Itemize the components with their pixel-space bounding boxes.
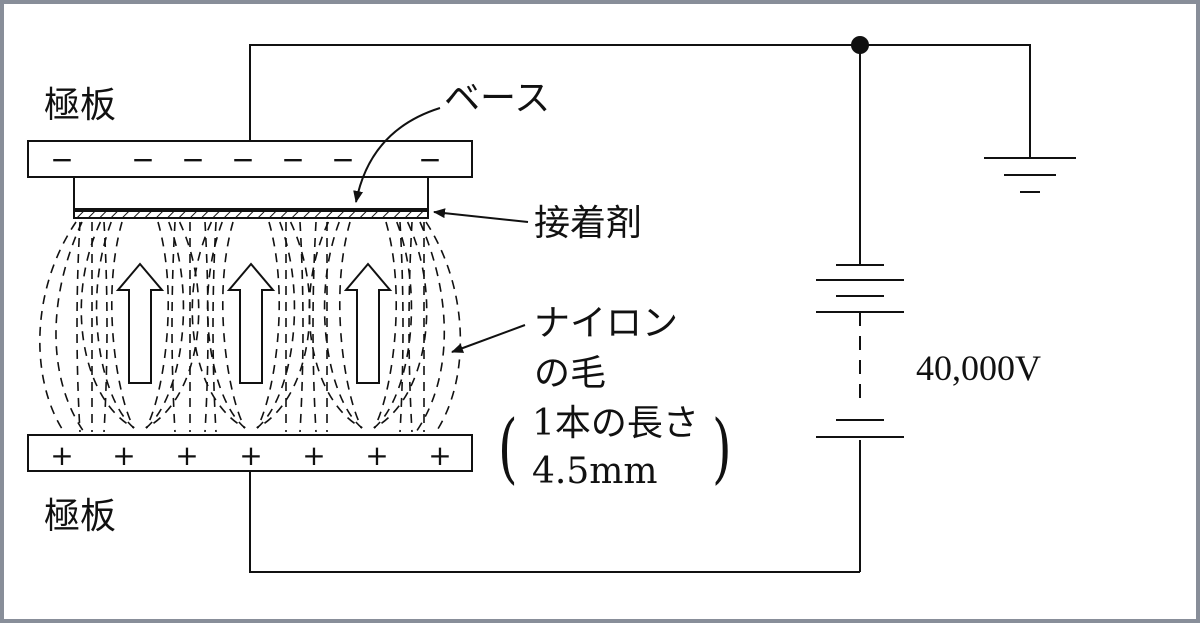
nylon-label-line1: ナイロン (534, 303, 678, 344)
field-line (145, 221, 200, 429)
negative-sign: − (50, 143, 73, 176)
nylon-label-line2: の毛 (534, 353, 606, 394)
negative-sign: − (281, 143, 304, 176)
field-line (425, 221, 462, 433)
base-substrate (73, 176, 429, 212)
negative-sign: − (418, 143, 441, 176)
nylon-pointer-arrow (451, 324, 526, 353)
positive-sign: + (50, 439, 73, 472)
positive-sign: + (428, 439, 451, 472)
positive-sign: + (239, 439, 262, 472)
bottom-plate (27, 434, 473, 472)
voltage-label: 40,000V (916, 348, 1041, 388)
field-line (312, 221, 317, 433)
field-line (76, 221, 81, 433)
ground-symbol (984, 157, 1076, 193)
field-line (206, 221, 246, 429)
top-plate-signs: −−−−−−− (50, 143, 441, 176)
positive-sign: + (302, 439, 325, 472)
upward-force-arrows (115, 262, 393, 384)
upward-arrow-icon (226, 262, 276, 384)
field-line (39, 221, 77, 433)
bottom-plate-signs: + + + + + + + (50, 439, 451, 472)
field-line (299, 221, 304, 433)
plate-label-top: 極板 (44, 85, 116, 126)
negative-sign: − (131, 143, 154, 176)
plate-label-bottom: 極板 (44, 496, 116, 537)
wire-bottom (249, 470, 860, 573)
field-line (373, 221, 413, 429)
base-label: ベース (444, 78, 550, 119)
field-line (103, 221, 108, 433)
field-line (256, 221, 296, 429)
circuit-wires (249, 44, 1031, 573)
electric-field-lines (39, 221, 462, 433)
field-line (373, 221, 398, 429)
top-plate (27, 140, 473, 178)
wire-top (249, 44, 1031, 158)
adhesive-pointer-arrow (433, 208, 529, 223)
paren-open: ( (498, 405, 518, 493)
field-line (95, 221, 135, 429)
field-line (256, 221, 311, 429)
adhesive-label: 接着剤 (534, 203, 642, 244)
field-line (212, 221, 217, 433)
field-line (308, 221, 363, 429)
field-line (191, 221, 246, 429)
field-line (323, 221, 363, 429)
base-pointer-arrow (353, 107, 441, 203)
field-line (373, 221, 428, 429)
field-line (221, 221, 246, 429)
junction-node (851, 36, 869, 54)
battery-symbol (816, 264, 904, 438)
positive-sign: + (175, 439, 198, 472)
field-line (415, 221, 446, 433)
field-line (171, 221, 176, 433)
upward-arrow-icon (343, 262, 393, 384)
field-line (408, 221, 413, 433)
field-line (256, 221, 281, 429)
field-line (80, 221, 135, 429)
field-line (399, 221, 404, 433)
length-label-line1: 1本の長さ (532, 403, 699, 444)
paren-close: ) (712, 405, 732, 493)
upward-arrow-icon (115, 262, 165, 384)
positive-sign: + (365, 439, 388, 472)
field-line (110, 221, 135, 429)
positive-sign: + (112, 439, 135, 472)
adhesive-layer (73, 208, 429, 219)
negative-sign: − (331, 143, 354, 176)
pointer-arrows (353, 107, 529, 353)
field-line (145, 221, 170, 429)
length-label-line2: 4.5mm (532, 451, 658, 492)
field-line (204, 221, 209, 433)
field-line (55, 221, 85, 433)
negative-sign: − (231, 143, 254, 176)
field-line (145, 221, 185, 429)
field-line (338, 221, 363, 429)
negative-sign: − (181, 143, 204, 176)
